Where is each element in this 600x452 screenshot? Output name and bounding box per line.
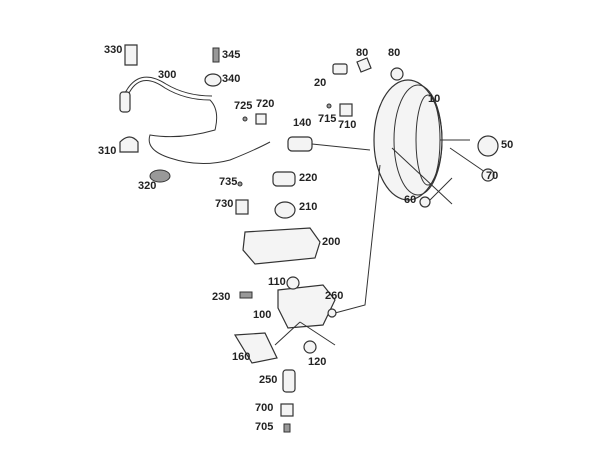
connector-720 bbox=[255, 113, 267, 125]
part-label: 715 bbox=[318, 113, 337, 125]
part-label: 725 bbox=[234, 100, 253, 112]
part-label: 345 bbox=[222, 49, 241, 61]
part-label: 250 bbox=[259, 374, 278, 386]
part-label: 730 bbox=[215, 198, 234, 210]
part-label: 705 bbox=[255, 421, 274, 433]
part-label: 140 bbox=[293, 117, 312, 129]
part-label: 80 bbox=[356, 47, 369, 59]
cap-220 bbox=[272, 171, 296, 187]
nut-120 bbox=[303, 340, 317, 354]
part-label: 230 bbox=[212, 291, 231, 303]
sensor-20 bbox=[332, 63, 348, 75]
part-label: 70 bbox=[486, 170, 499, 182]
grommet-320 bbox=[149, 169, 171, 183]
master-cylinder-100 bbox=[277, 284, 336, 329]
part-label: 300 bbox=[158, 69, 177, 81]
bracket-160 bbox=[233, 332, 278, 364]
strainer-210 bbox=[274, 201, 296, 219]
hose-end-fitting bbox=[119, 91, 131, 113]
sensor-730 bbox=[235, 199, 249, 215]
part-label: 340 bbox=[222, 73, 241, 85]
part-label: 100 bbox=[253, 309, 272, 321]
clamp-340 bbox=[204, 73, 222, 87]
clip-330 bbox=[124, 44, 138, 66]
part-label: 120 bbox=[308, 356, 327, 368]
pushrod-70 bbox=[449, 147, 486, 173]
vacuum-hose-300 bbox=[127, 80, 271, 164]
bolt-345 bbox=[212, 47, 220, 63]
connector-710 bbox=[339, 103, 353, 117]
part-label: 60 bbox=[404, 194, 417, 206]
part-label: 20 bbox=[314, 77, 327, 89]
bracket-80 bbox=[356, 57, 372, 73]
part-label: 320 bbox=[138, 180, 157, 192]
part-label: 10 bbox=[428, 93, 441, 105]
sensor-250 bbox=[282, 369, 296, 393]
seal-50 bbox=[477, 135, 499, 157]
part-label: 735 bbox=[219, 176, 238, 188]
grommet-110 bbox=[286, 276, 300, 290]
oring-260 bbox=[327, 308, 337, 318]
clip-310 bbox=[119, 136, 139, 153]
grommet-80 bbox=[390, 67, 404, 81]
part-label: 330 bbox=[104, 44, 123, 56]
check-valve-140 bbox=[287, 136, 313, 152]
part-label: 110 bbox=[268, 276, 286, 288]
part-label: 200 bbox=[322, 236, 341, 248]
part-label: 260 bbox=[325, 290, 344, 302]
part-label: 710 bbox=[338, 119, 357, 131]
part-label: 210 bbox=[299, 201, 318, 213]
screw-705 bbox=[283, 423, 291, 433]
part-label: 720 bbox=[256, 98, 275, 110]
part-label: 80 bbox=[388, 47, 401, 59]
part-label: 700 bbox=[255, 402, 274, 414]
nut-60 bbox=[419, 196, 431, 208]
part-label: 50 bbox=[501, 139, 514, 151]
part-label: 160 bbox=[232, 351, 251, 363]
sensor-700 bbox=[280, 403, 294, 417]
reservoir-200 bbox=[242, 227, 321, 265]
part-label: 310 bbox=[98, 145, 117, 157]
part-label: 220 bbox=[299, 172, 318, 184]
bolt-230 bbox=[239, 291, 253, 299]
